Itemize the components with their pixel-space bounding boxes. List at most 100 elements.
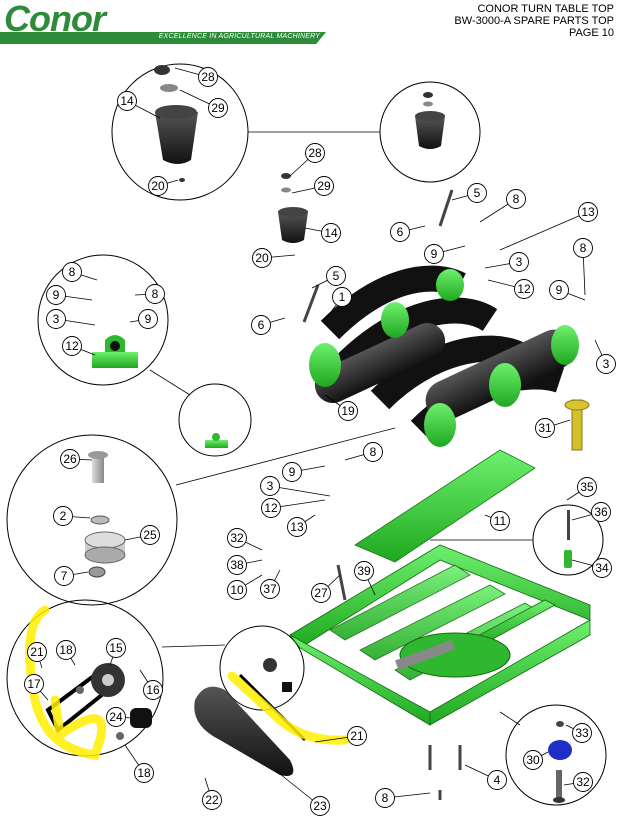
- callout-bubble: [145, 284, 165, 304]
- callout-bubble: [354, 561, 374, 581]
- callout-bubble: [509, 252, 529, 272]
- callout-13: 13: [287, 514, 316, 537]
- bearing-block-left: [92, 335, 138, 368]
- callout-12: 12: [62, 336, 96, 356]
- callout-33: 33: [565, 723, 592, 743]
- callout-13: 13: [499, 202, 598, 251]
- callout-25: 25: [124, 525, 160, 545]
- callout-bubble: [143, 680, 163, 700]
- callout-bubble: [56, 640, 76, 660]
- callout-35: 35: [566, 477, 597, 501]
- callout-number: 38: [230, 558, 244, 572]
- callout-bubble: [514, 279, 534, 299]
- callout-bubble: [208, 98, 228, 118]
- callout-number: 25: [143, 528, 157, 542]
- detail-circle-bearing-left: [37, 254, 169, 386]
- callout-bubble: [53, 506, 73, 526]
- hub-parts: [84, 451, 126, 578]
- callout-8: 8: [62, 262, 98, 282]
- callout-38: 38: [227, 555, 263, 575]
- callout-bubble: [134, 763, 154, 783]
- callout-bubble: [326, 266, 346, 286]
- callout-number: 30: [526, 753, 540, 767]
- callout-32: 32: [227, 528, 263, 551]
- callout-bubble: [591, 502, 611, 522]
- callout-number: 3: [516, 255, 523, 269]
- callout-7: 7: [54, 566, 89, 586]
- callout-8: 8: [134, 284, 165, 304]
- callout-bubble: [375, 788, 395, 808]
- callout-bubble: [60, 449, 80, 469]
- callout-number: 3: [53, 312, 60, 326]
- detail-circle-drive-hub: [6, 434, 178, 606]
- callout-6: 6: [390, 222, 426, 242]
- callout-number: 28: [308, 146, 322, 160]
- callout-bubble: [490, 511, 510, 531]
- callout-number: 27: [314, 586, 328, 600]
- callout-number: 9: [53, 288, 60, 302]
- callout-bubble: [227, 555, 247, 575]
- callout-bubble: [202, 790, 222, 810]
- roller-assembly: [309, 265, 579, 447]
- callout-bubble: [332, 287, 352, 307]
- callout-bubble: [138, 309, 158, 329]
- callout-bubble: [24, 674, 44, 694]
- callout-2: 2: [53, 506, 91, 526]
- callout-20: 20: [148, 176, 179, 196]
- callout-number: 32: [576, 775, 590, 789]
- callout-30: 30: [523, 750, 549, 770]
- detail-circle-bearing-small: [178, 383, 252, 457]
- callout-number: 9: [431, 247, 438, 261]
- callout-leader: [269, 485, 331, 497]
- callout-bubble: [321, 223, 341, 243]
- callout-number: 23: [313, 799, 327, 813]
- callout-20: 20: [252, 248, 296, 268]
- callout-number: 29: [211, 101, 225, 115]
- top-plate: [354, 449, 536, 563]
- callout-12: 12: [261, 498, 326, 518]
- callout-number: 6: [397, 225, 404, 239]
- callout-bubble: [347, 726, 367, 746]
- callout-bubble: [535, 418, 555, 438]
- callout-number: 11: [494, 514, 507, 528]
- callout-8: 8: [479, 189, 526, 223]
- callout-number: 12: [517, 282, 531, 296]
- callout-number: 8: [69, 265, 76, 279]
- callout-9: 9: [129, 309, 158, 329]
- callout-bubble: [506, 189, 526, 209]
- callout-bubble: [592, 558, 612, 578]
- callout-number: 28: [201, 70, 215, 84]
- callout-3: 3: [484, 252, 529, 272]
- callout-number: 20: [151, 179, 165, 193]
- callout-28: 28: [289, 143, 325, 177]
- callout-9: 9: [549, 280, 586, 301]
- callout-number: 34: [595, 561, 609, 575]
- callout-number: 5: [474, 186, 481, 200]
- callout-number: 26: [63, 452, 77, 466]
- callout-bubble: [252, 248, 272, 268]
- callout-9: 9: [46, 285, 93, 305]
- callout-8: 8: [375, 788, 431, 808]
- callout-number: 21: [30, 645, 44, 659]
- callout-bubble: [305, 143, 325, 163]
- callout-22: 22: [202, 777, 222, 810]
- callout-9: 9: [282, 462, 326, 482]
- callout-bubble: [227, 528, 247, 548]
- callout-5: 5: [311, 266, 346, 289]
- callout-number: 8: [152, 287, 159, 301]
- callout-23: 23: [274, 769, 330, 816]
- pin-parts: [564, 399, 590, 568]
- callout-11: 11: [484, 511, 510, 531]
- callout-21: 21: [27, 642, 47, 669]
- callout-leader: [499, 211, 589, 251]
- bolts-and-shafts: [302, 189, 462, 800]
- turntable-disc: [395, 632, 511, 678]
- callout-39: 39: [354, 561, 376, 596]
- callout-5: 5: [451, 183, 487, 203]
- callout-24: 24: [106, 707, 133, 727]
- callout-bubble: [424, 244, 444, 264]
- callout-bubble: [148, 176, 168, 196]
- callout-32: 32: [563, 772, 593, 792]
- callout-number: 3: [267, 479, 274, 493]
